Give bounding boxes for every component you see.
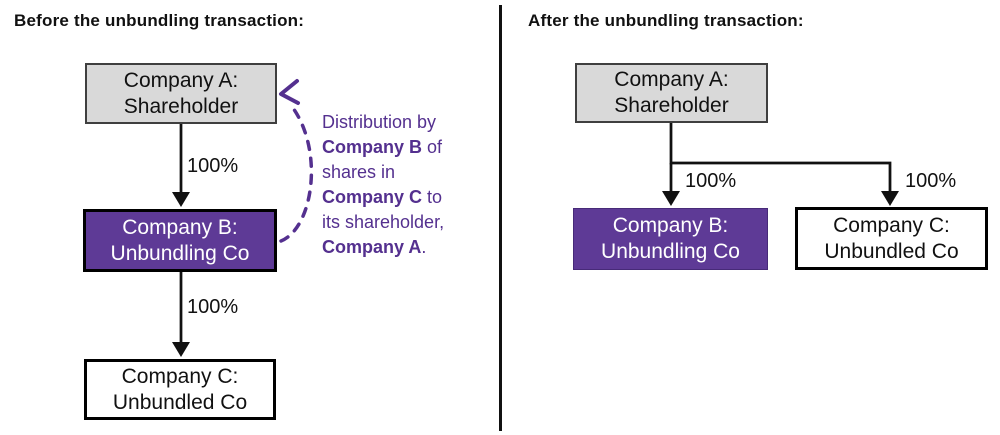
distribution-arc [279, 106, 314, 243]
after-panel-title: After the unbundling transaction: [528, 11, 804, 30]
company-a-role: Shareholder [123, 94, 239, 118]
company-c-box-before: Company C: Unbundled Co [84, 359, 276, 420]
company-a-role: Shareholder [614, 94, 729, 117]
edge-a-b-before-arrowhead-icon [172, 192, 190, 207]
company-b-box-before: Company B: Unbundling Co [83, 209, 277, 272]
company-b-box-after: Company B: Unbundling Co [573, 208, 768, 270]
company-a-name: Company A: [123, 68, 239, 92]
company-a-box-after: Company A: Shareholder [575, 63, 768, 123]
before-panel-title: Before the unbundling transaction: [14, 11, 305, 30]
edge-a-c-after-arrowhead-icon [881, 191, 899, 206]
company-b-name: Company B: [122, 215, 238, 239]
ownership-label-a-c-after: 100% [905, 170, 957, 192]
company-a-name: Company A: [614, 68, 729, 91]
panel-divider [499, 5, 502, 431]
company-c-box-after: Company C: Unbundled Co [795, 207, 988, 270]
company-a-box-before: Company A: Shareholder [85, 63, 277, 124]
company-c-role: Unbundled Co [112, 390, 248, 414]
edge-b-c-before-arrowhead-icon [172, 342, 190, 357]
ownership-label-b-c-before: 100% [187, 296, 239, 318]
company-c-role: Unbundled Co [824, 239, 959, 263]
ownership-label-a-b-after: 100% [685, 170, 737, 192]
company-b-role: Unbundling Co [601, 240, 740, 263]
company-c-name: Company C: [833, 213, 950, 237]
ownership-label-a-b-before: 100% [187, 155, 239, 177]
edge-a-b-after-arrowhead-icon [662, 191, 680, 206]
company-b-role: Unbundling Co [110, 241, 250, 265]
distribution-arc-arrowhead-icon [279, 79, 300, 105]
company-b-name: Company B: [612, 214, 729, 237]
company-c-name: Company C: [121, 364, 239, 388]
